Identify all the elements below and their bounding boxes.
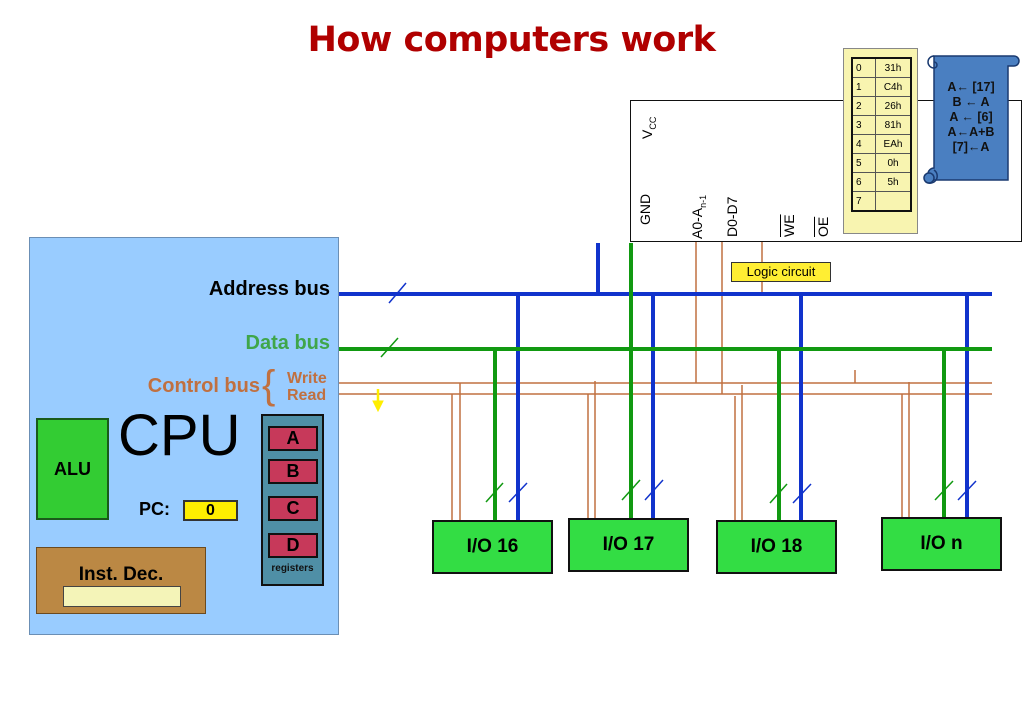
memory-row: 7 [851, 191, 912, 212]
data-bus-label: Data bus [245, 332, 330, 354]
register-c: C [268, 496, 318, 521]
io-device-17: I/O 17 [568, 518, 689, 572]
program-line: A ← [6] [949, 110, 993, 124]
register-d: D [268, 533, 318, 558]
pc-label: PC: [139, 499, 170, 519]
address-bus-lines [339, 243, 992, 520]
io-device-n: I/O n [881, 517, 1002, 571]
register-b: B [268, 459, 318, 484]
program-line: B ← A [952, 95, 990, 109]
instruction-decoder-field [63, 586, 181, 607]
instruction-decoder-label: Inst. Dec. [78, 564, 164, 585]
control-bus-lines [339, 242, 992, 520]
program-listing: A← [17] B ← A A ← [6] A←A+B [7]←A [922, 80, 1020, 155]
io-device-18: I/O 18 [716, 520, 837, 574]
program-scroll: A← [17] B ← A A ← [6] A←A+B [7]←A [922, 52, 1020, 200]
bus-width-slashes [380, 282, 977, 504]
program-line: [7]←A [952, 140, 990, 154]
write-line-label: Write [287, 370, 327, 387]
data-bus-lines [339, 243, 992, 520]
register-a: A [268, 426, 318, 451]
io-device-16: I/O 16 [432, 520, 553, 574]
registers-label: registers [271, 563, 314, 574]
alu-block: ALU [36, 418, 109, 520]
address-bus-label: Address bus [208, 278, 330, 300]
memory-value [875, 191, 912, 212]
control-bus-label: Control bus [147, 375, 260, 397]
brace-icon: { [262, 363, 276, 407]
logic-circuit-label: Logic circuit [731, 262, 831, 282]
program-line: A← [17] [947, 80, 995, 94]
read-line-label: Read [287, 387, 327, 404]
memory-value: 5h [875, 172, 912, 192]
slide-title: How computers work [307, 20, 716, 60]
program-line: A←A+B [947, 125, 995, 139]
register-file: A B C D registers [261, 414, 324, 586]
program-counter-value: 0 [183, 500, 238, 521]
instruction-decoder: Inst. Dec. [36, 547, 206, 614]
cpu-label: CPU [118, 403, 241, 468]
read-signal-arrow-icon [372, 389, 384, 413]
memory-value: 31h [875, 57, 912, 78]
scroll-icon [923, 55, 1020, 184]
